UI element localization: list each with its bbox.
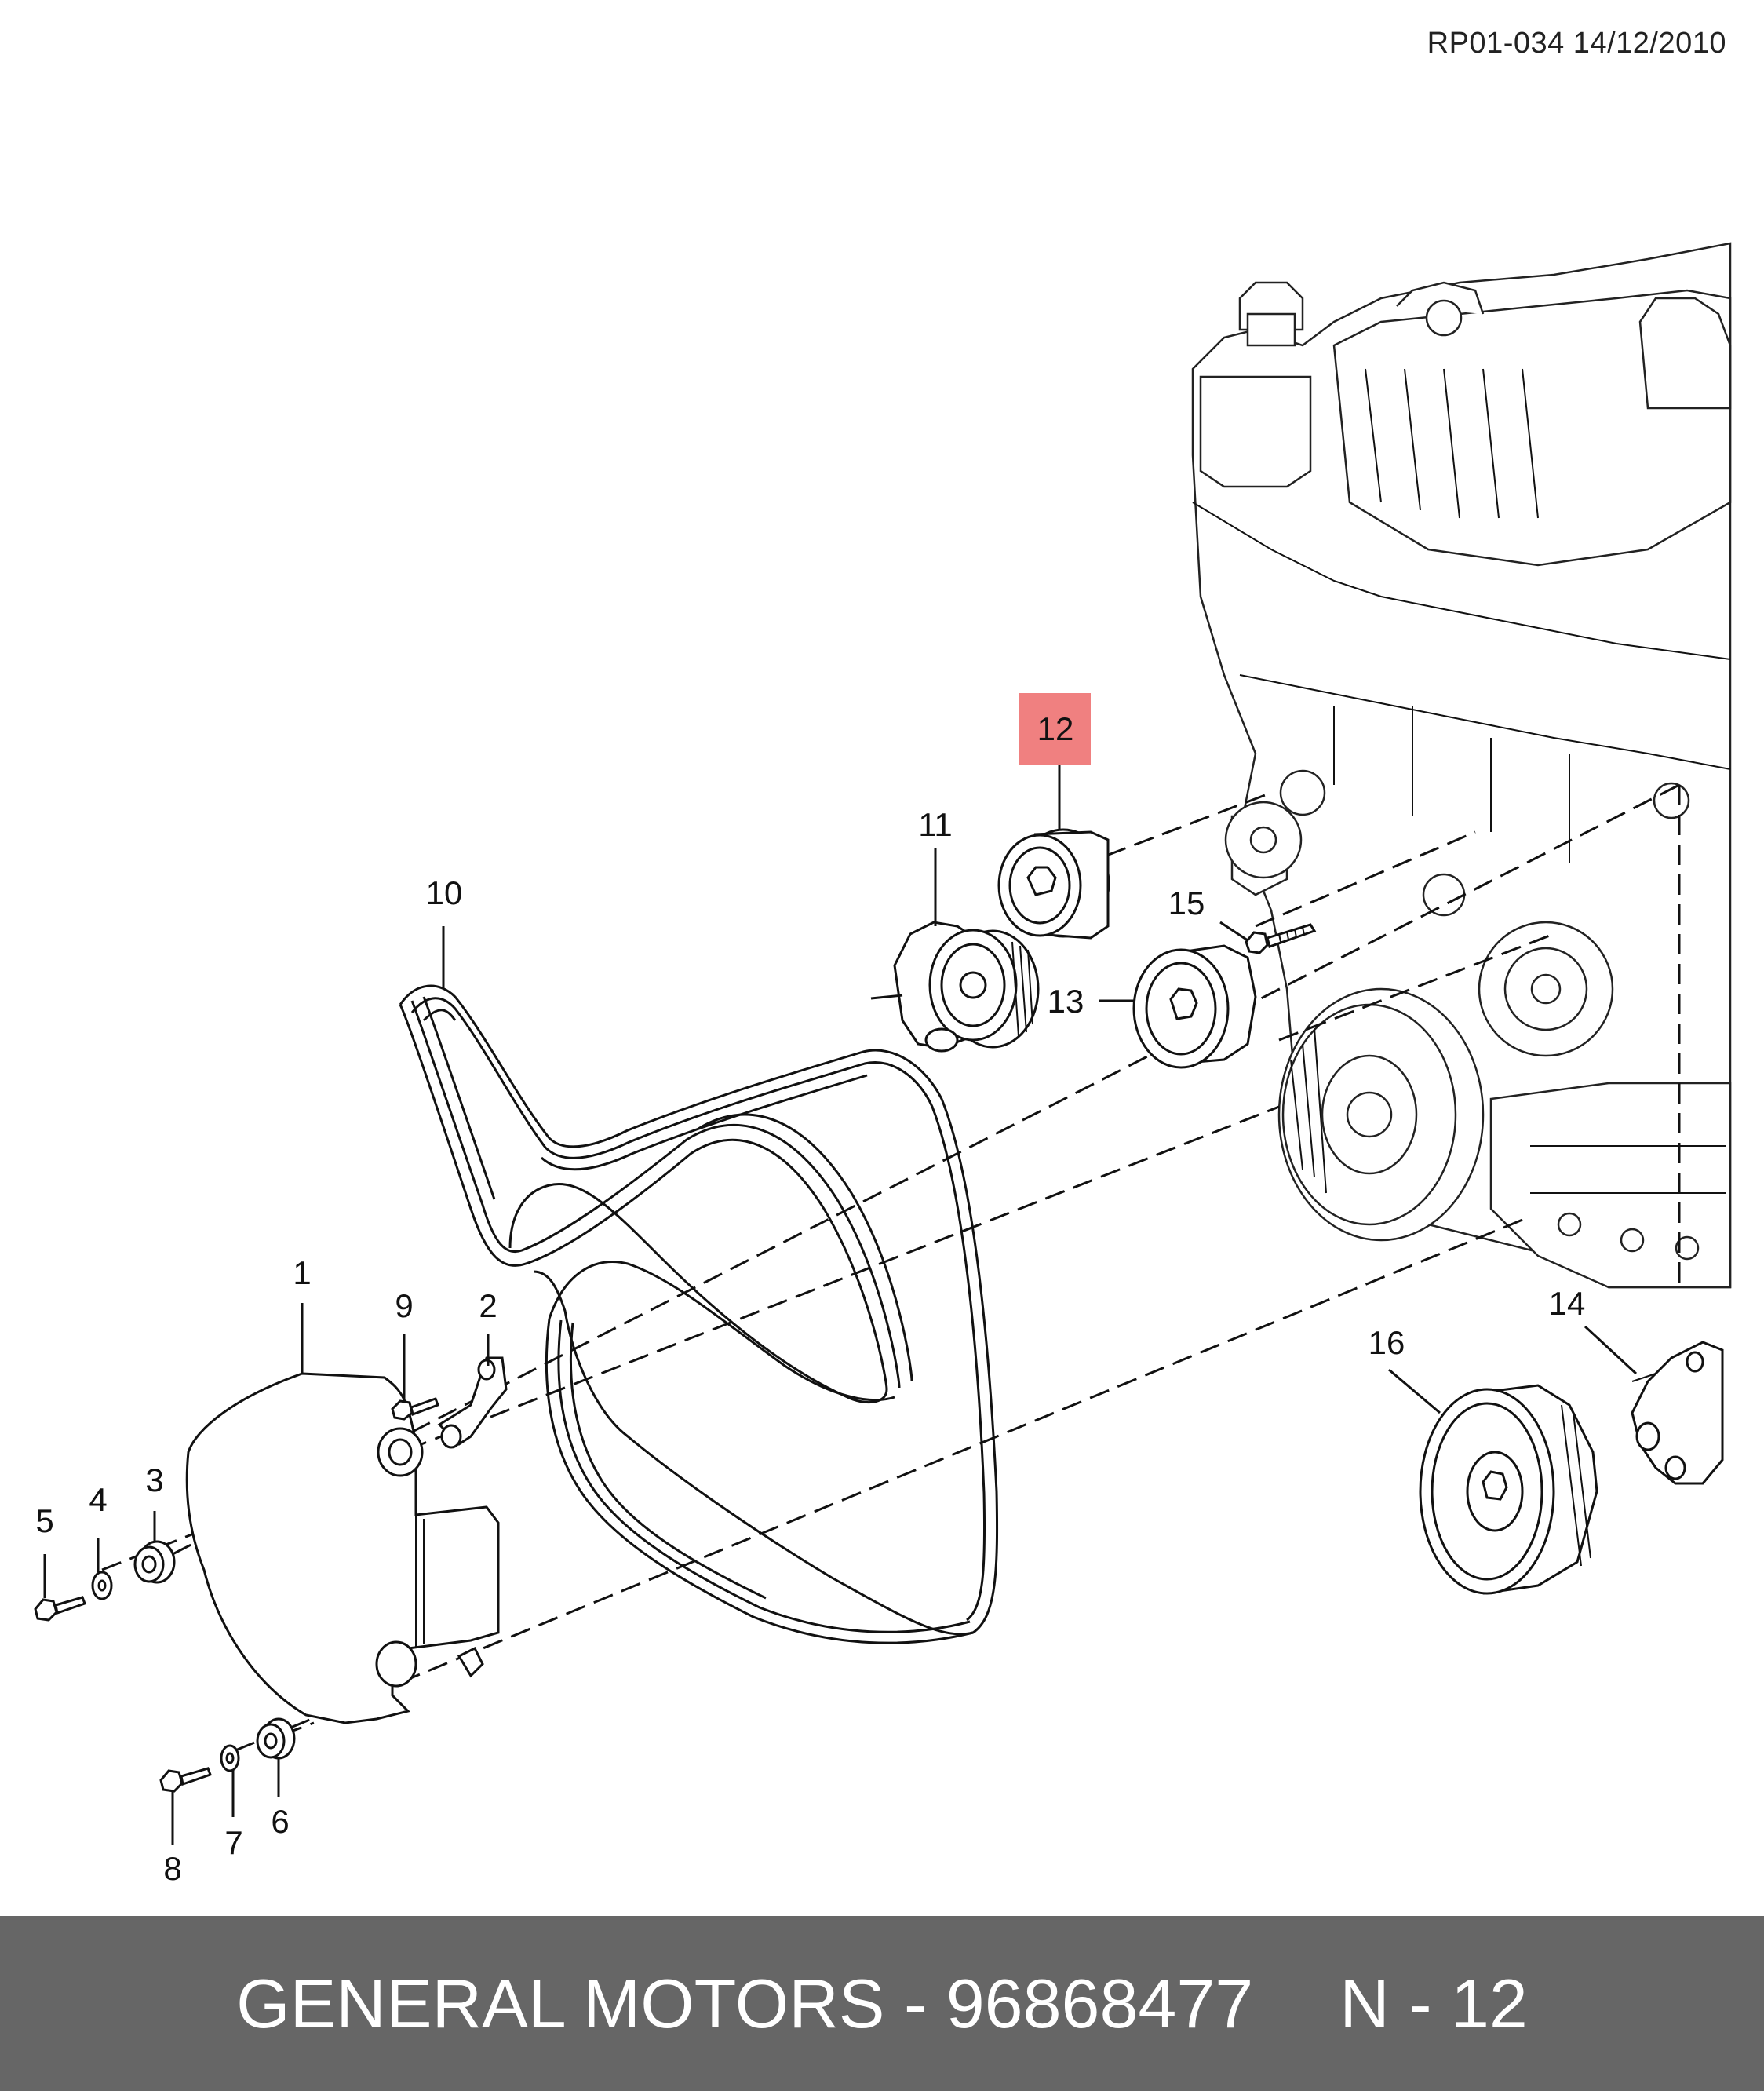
callout-15: 15 <box>1168 885 1205 921</box>
leader-15 <box>1219 921 1248 942</box>
spacer-6 <box>256 1717 296 1760</box>
callout-3: 3 <box>145 1462 163 1498</box>
footer-brand-part-number: GENERAL MOTORS - 96868477 <box>236 1964 1254 2042</box>
idler-pulley-12 <box>997 828 1110 940</box>
callout-5: 5 <box>35 1502 53 1539</box>
callout-12-highlight <box>1019 693 1091 765</box>
bolt-15 <box>1245 923 1317 954</box>
engine-block <box>1191 242 1732 1289</box>
callout-8: 8 <box>163 1850 181 1887</box>
footer-bar: GENERAL MOTORS - 96868477 N - 12 <box>0 1916 1764 2091</box>
idler-pulley-13 <box>1132 944 1257 1069</box>
callout-13: 13 <box>1048 983 1084 1020</box>
callout-1: 1 <box>293 1254 311 1291</box>
crank-pulley-16 <box>1419 1384 1598 1595</box>
washer-7 <box>220 1744 240 1772</box>
callout-11: 11 <box>918 806 953 843</box>
callout-4: 4 <box>89 1481 107 1518</box>
callout-2: 2 <box>479 1287 497 1324</box>
spacer-3 <box>133 1540 176 1584</box>
callout-6: 6 <box>271 1803 289 1840</box>
callout-9: 9 <box>395 1287 413 1324</box>
leader-lines <box>43 765 1638 1845</box>
belt-cover-1 <box>185 1372 500 1724</box>
leader-16 <box>1388 1368 1441 1414</box>
footer-text: GENERAL MOTORS - 96868477 N - 12 <box>0 1916 1764 2091</box>
document-reference: RP01-034 14/12/2010 <box>1427 27 1726 60</box>
exploded-parts-diagram: 12 11 10 15 13 14 16 1 2 9 3 4 5 6 7 8 <box>34 242 1732 1887</box>
bolt-8 <box>159 1767 212 1793</box>
bracket-2 <box>437 1356 508 1678</box>
callout-12: 12 <box>1037 710 1074 747</box>
callout-10: 10 <box>426 874 463 911</box>
callout-14: 14 <box>1549 1285 1586 1322</box>
callout-7: 7 <box>224 1824 242 1861</box>
leader-14 <box>1584 1325 1638 1375</box>
washer-4 <box>91 1571 113 1600</box>
drive-belt-10 <box>399 984 999 1644</box>
callout-16: 16 <box>1369 1324 1405 1361</box>
bracket-14 <box>1631 1341 1724 1485</box>
bolt-5 <box>34 1596 86 1622</box>
footer-page-ref: N - 12 <box>1339 1964 1528 2042</box>
belt-tensioner-11 <box>870 921 1040 1053</box>
bolt-9 <box>391 1397 439 1421</box>
